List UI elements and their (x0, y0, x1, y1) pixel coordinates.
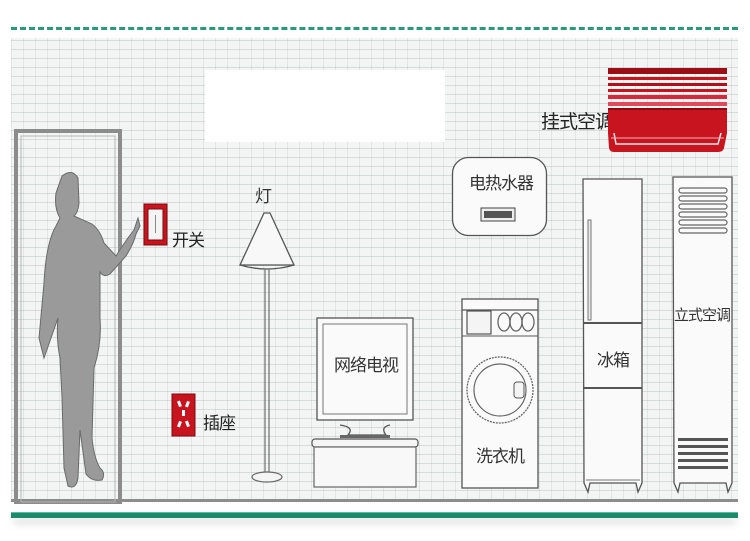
socket-label: 插座 (203, 414, 236, 434)
tv-icon (310, 315, 420, 490)
floor-lamp-icon (236, 205, 298, 485)
floor-ac-icon (672, 176, 734, 498)
tv-label: 网络电视 (334, 356, 399, 376)
water-heater-label: 电热水器 (469, 174, 534, 194)
floor-line (11, 499, 738, 502)
blank-area (205, 70, 445, 142)
top-dashed-divider (11, 27, 738, 30)
washing-machine-icon (461, 298, 539, 490)
switch-label: 开关 (172, 231, 205, 251)
switch-icon (143, 203, 168, 246)
bottom-green-bar (11, 512, 738, 518)
door-frame-icon (14, 129, 124, 504)
fridge-label: 冰箱 (597, 351, 630, 371)
washer-label: 洗衣机 (476, 447, 525, 467)
wall-ac-icon (608, 68, 728, 154)
person-silhouette-icon (34, 168, 144, 498)
water-heater-icon (451, 156, 548, 237)
wall-ac-label: 挂式空调 (541, 111, 614, 133)
socket-icon (171, 393, 196, 437)
fridge-icon (582, 178, 644, 498)
floor-ac-label: 立式空调 (674, 306, 731, 324)
lamp-label: 灯 (255, 187, 272, 207)
